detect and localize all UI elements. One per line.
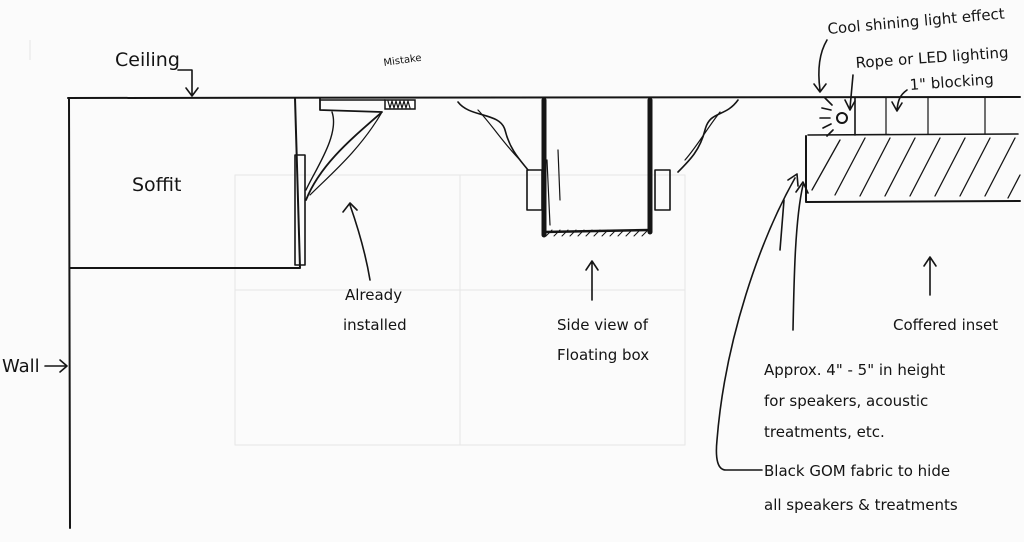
floating-box (457, 97, 739, 238)
approx-label-line2: for speakers, acoustic (764, 392, 928, 410)
approx-label-line1: Approx. 4" - 5" in height (764, 361, 945, 379)
fabric-label-line1: Black GOM fabric to hide (764, 462, 950, 480)
background-bleed (29, 40, 686, 446)
coffered-inset-label: Coffered inset (893, 316, 998, 334)
rope-led-label: Rope or LED lighting (855, 43, 1009, 72)
bulb-icon (836, 112, 848, 124)
already-installed-label-line1: Already (345, 286, 402, 304)
mistake-label: Mistake (383, 53, 422, 69)
floating-box-label-line2: Floating box (557, 346, 649, 364)
blocking (807, 97, 1019, 136)
coffered-inset (805, 135, 1021, 203)
approx-label-line3: treatments, etc. (764, 423, 885, 441)
labels: Ceiling Mistake Soffit Wall Already inst… (2, 5, 1009, 514)
mistake-piece (384, 99, 416, 110)
fabric-label-line2: all speakers & treatments (764, 496, 958, 514)
floating-box-label-line1: Side view of (557, 316, 649, 334)
led-lighting (819, 97, 848, 137)
already-installed-label-line2: installed (343, 316, 407, 334)
ceiling-label: Ceiling (115, 49, 180, 71)
wall-line (68, 97, 71, 529)
blocking-label: 1" blocking (909, 70, 994, 94)
wall-label: Wall (2, 356, 40, 377)
soffit (69, 97, 306, 269)
arrows (44, 39, 937, 471)
cool-light-label: Cool shining light effect (827, 5, 1006, 38)
installed-molding (305, 97, 416, 201)
soffit-label: Soffit (132, 174, 182, 196)
